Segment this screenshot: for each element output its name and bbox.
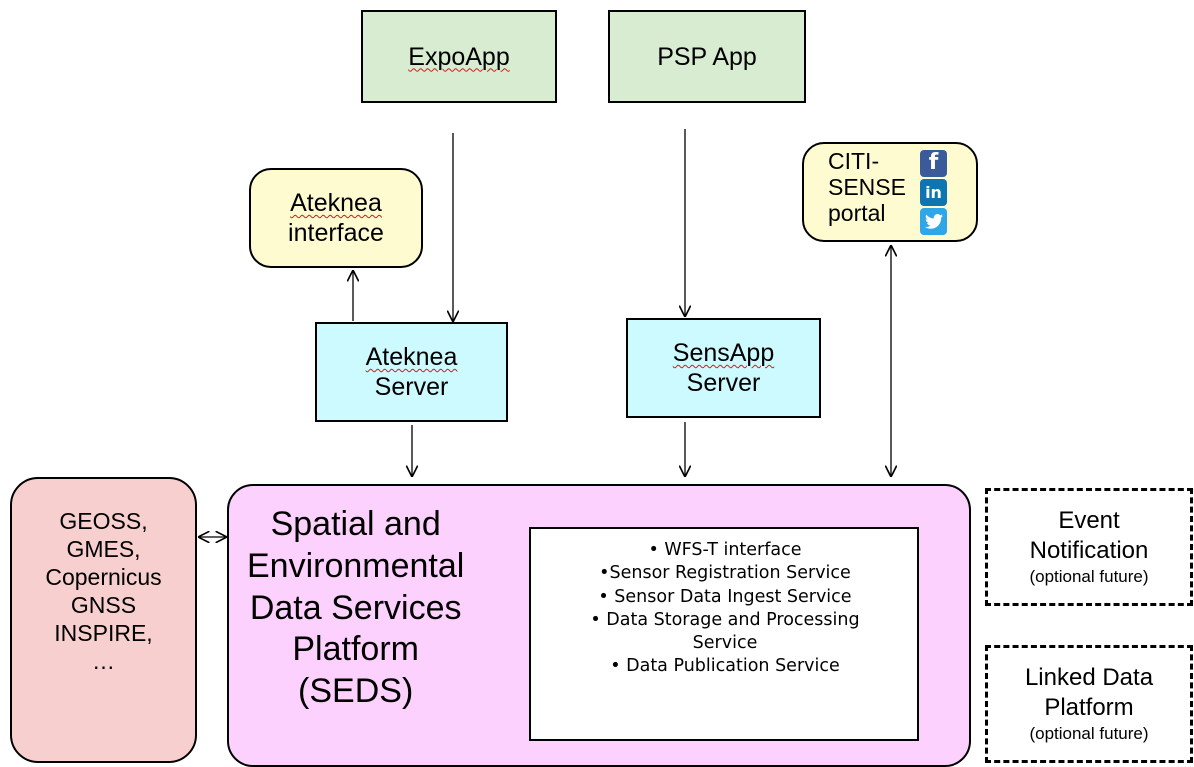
- platform-title-line: Data Services: [249, 588, 462, 627]
- linked-data-line1: Linked Data: [1024, 664, 1154, 692]
- platform-title: Spatial and Environmental Data Services …: [247, 504, 464, 713]
- citisense-portal-line2: SENSE: [828, 173, 906, 200]
- external-system-item: GEOSS,: [59, 508, 148, 534]
- expoapp-label: ExpoApp: [408, 42, 510, 71]
- citisense-portal-box: CITI- SENSE portal f in: [802, 142, 978, 242]
- sensapp-server-line1: SensApp: [672, 339, 775, 367]
- ateknea-interface-box: Ateknea interface: [249, 168, 423, 268]
- services-list: • WFS-T interface •Sensor Registration S…: [529, 527, 919, 741]
- service-item: • Data Publication Service: [610, 656, 840, 677]
- linked-data-box: Linked Data Platform (optional future): [985, 645, 1193, 763]
- event-notification-line2: Notification: [1029, 537, 1149, 565]
- ateknea-server-box: Ateknea Server: [315, 322, 508, 422]
- citisense-portal-line3: portal: [828, 199, 886, 226]
- service-item: • WFS-T interface: [648, 540, 802, 560]
- external-system-item: GMES,: [66, 536, 141, 563]
- psp-app-box: PSP App: [608, 10, 806, 103]
- event-notification-line1: Event: [1058, 507, 1120, 535]
- ateknea-interface-line2: interface: [288, 219, 384, 247]
- external-system-item: Copernicus: [45, 564, 162, 591]
- external-system-item: …: [92, 648, 115, 675]
- external-system-item: INSPIRE,: [54, 620, 153, 647]
- linked-data-line2: Platform: [1044, 694, 1134, 722]
- service-item: •Sensor Registration Service: [599, 563, 851, 584]
- service-item: • Data Storage and Processing: [590, 609, 860, 630]
- external-systems-box: GEOSS, GMES, Copernicus GNSS INSPIRE, …: [10, 477, 197, 763]
- ateknea-interface-line1: Ateknea: [290, 189, 382, 217]
- event-notification-box: Event Notification (optional future): [985, 488, 1193, 606]
- citisense-portal-line1: CITI-: [828, 148, 880, 174]
- platform-title-line: Platform: [292, 630, 419, 669]
- facebook-icon: f: [920, 150, 947, 177]
- platform-title-line: Environmental: [247, 546, 465, 585]
- sensapp-server-box: SensApp Server: [626, 318, 821, 418]
- linkedin-icon: in: [920, 179, 947, 206]
- external-system-item: GNSS: [70, 592, 137, 619]
- linked-data-note: (optional future): [1029, 724, 1149, 744]
- twitter-icon: [920, 208, 947, 235]
- service-item: Service: [692, 633, 758, 654]
- event-notification-note: (optional future): [1029, 567, 1149, 587]
- platform-title-line: Spatial and: [270, 505, 441, 543]
- sensapp-server-line2: Server: [686, 369, 761, 397]
- service-item: • Sensor Data Ingest Service: [598, 586, 852, 607]
- platform-title-line: (SEDS): [298, 672, 414, 711]
- psp-app-label: PSP App: [657, 42, 757, 71]
- ateknea-server-line2: Server: [374, 373, 449, 401]
- seds-platform-box: Spatial and Environmental Data Services …: [227, 484, 971, 767]
- expoapp-box: ExpoApp: [361, 10, 557, 103]
- ateknea-server-line1: Ateknea: [365, 343, 458, 371]
